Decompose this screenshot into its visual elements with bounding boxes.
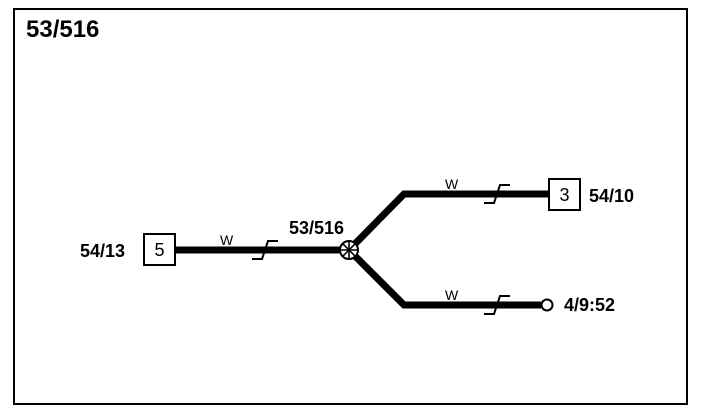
left-connector-label: 54/13 — [80, 241, 125, 261]
diagram-title: 53/516 — [26, 16, 99, 43]
upper-connector-pin: 3 — [559, 185, 569, 205]
wire-break-symbol-left — [252, 240, 278, 260]
lower-terminal-label: 4/9:52 — [564, 295, 615, 315]
wire-break-symbol-upper — [484, 184, 510, 204]
wire-color-label-lower: W — [445, 287, 459, 303]
left-connector-pin: 5 — [154, 240, 164, 260]
wire-color-label-left: W — [220, 232, 234, 248]
wire-upper — [346, 190, 549, 253]
splice-label: 53/516 — [289, 218, 344, 238]
upper-connector-label: 54/10 — [589, 186, 634, 206]
lower-terminal-ring-icon — [540, 298, 554, 312]
wire-break-symbol-lower — [484, 295, 510, 315]
left-connector-pin-box — [143, 233, 176, 266]
splice-icon — [339, 240, 359, 260]
diagram-frame — [13, 8, 688, 405]
wire-color-label-upper: W — [445, 176, 459, 192]
wire-lower — [346, 247, 541, 309]
upper-connector-pin-box — [548, 178, 581, 211]
